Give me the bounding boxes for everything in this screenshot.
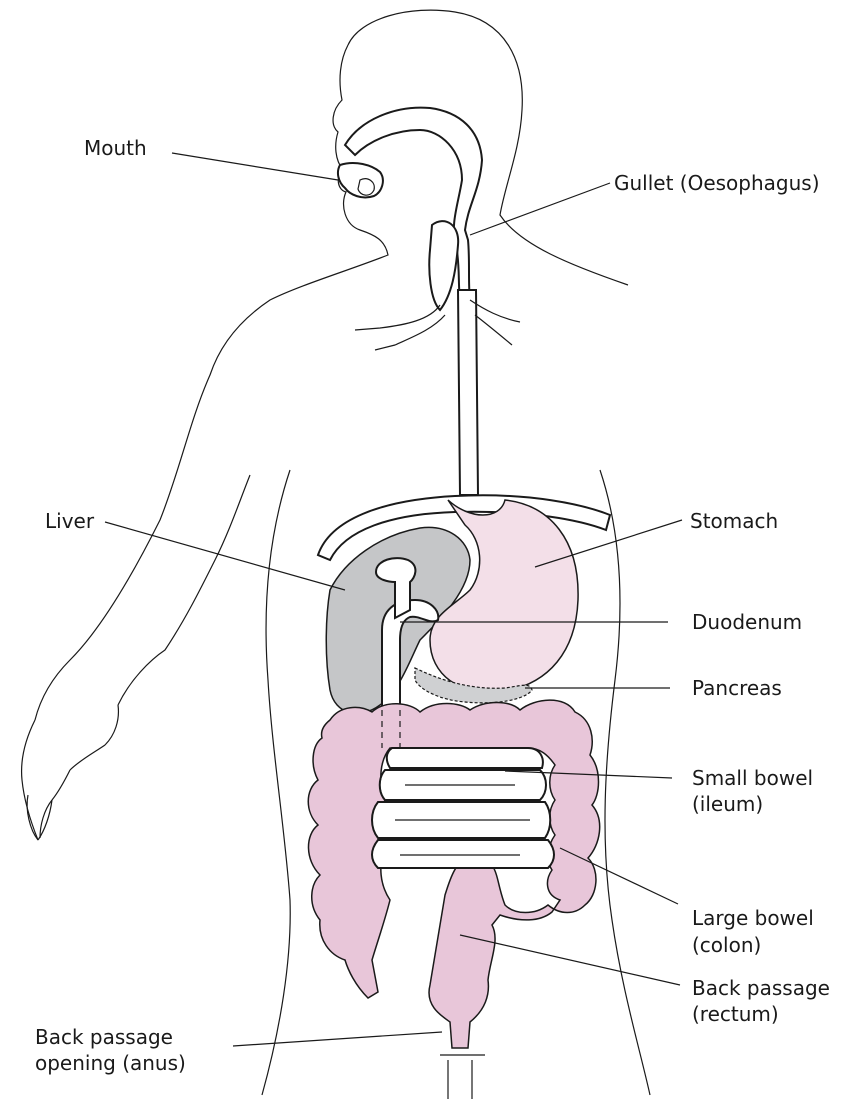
head-airway <box>338 108 482 310</box>
label-pancreas: Pancreas <box>692 675 782 701</box>
gullet-tube <box>355 290 520 495</box>
label-anus: Back passage <box>35 1024 173 1050</box>
label-small-bowel-sub: (ileum) <box>692 791 763 817</box>
label-large-bowel-sub: (colon) <box>692 932 761 958</box>
leader-rectum <box>460 935 680 985</box>
label-gullet: Gullet (Oesophagus) <box>614 170 820 196</box>
label-small-bowel: Small bowel <box>692 765 813 791</box>
leader-mouth <box>172 153 338 180</box>
label-mouth: Mouth <box>84 135 147 161</box>
label-stomach: Stomach <box>690 508 778 534</box>
label-anus-sub: opening (anus) <box>35 1050 186 1076</box>
leader-anus <box>233 1032 442 1046</box>
label-rectum: Back passage <box>692 975 830 1001</box>
small-bowel-loops <box>372 748 554 868</box>
label-large-bowel: Large bowel <box>692 905 814 931</box>
label-liver: Liver <box>45 508 94 534</box>
leader-gullet <box>470 183 610 235</box>
label-rectum-sub: (rectum) <box>692 1001 779 1027</box>
anal-canal <box>440 1055 485 1099</box>
label-duodenum: Duodenum <box>692 609 802 635</box>
